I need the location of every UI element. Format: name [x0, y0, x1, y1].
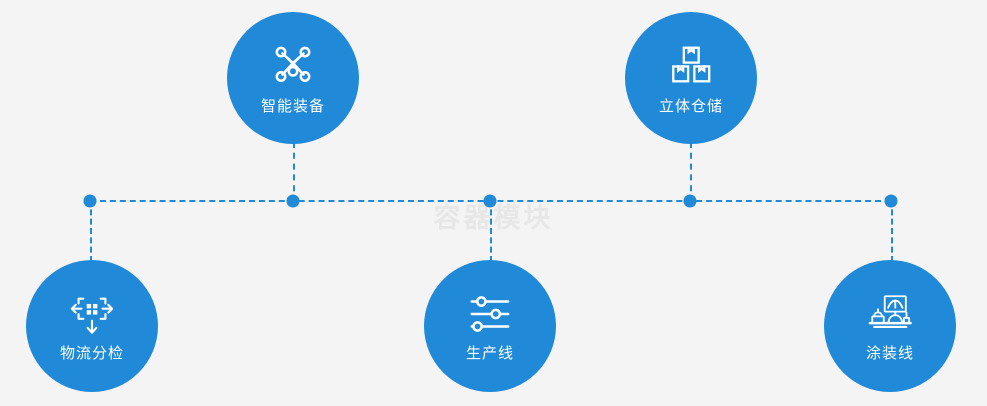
watermark-text: 容器模块 — [433, 203, 554, 233]
node-label-production-line: 生产线 — [465, 344, 514, 362]
node-label-painting-line: 涂装线 — [865, 344, 914, 362]
node-stereoscopic-warehouse[interactable]: 立体仓储 — [625, 12, 757, 144]
stem-stereoscopic-warehouse — [690, 142, 692, 202]
node-logistics-sorting[interactable]: 物流分检 — [26, 260, 158, 392]
node-label-logistics-sorting: 物流分检 — [59, 344, 124, 362]
timeline-dot-logistics-sorting[interactable] — [83, 194, 97, 208]
timeline-dot-painting-line[interactable] — [884, 194, 898, 208]
sliders-icon — [467, 291, 513, 337]
stem-painting-line — [891, 200, 893, 262]
stem-production-line — [490, 200, 492, 262]
paint-booth-icon — [867, 291, 913, 337]
node-label-stereoscopic-warehouse: 立体仓储 — [658, 97, 723, 115]
stacked-boxes-icon — [668, 42, 714, 88]
sorting-scan-arrows-icon — [69, 291, 115, 337]
timeline-dot-stereoscopic-warehouse[interactable] — [683, 194, 697, 208]
node-production-line[interactable]: 生产线 — [424, 260, 556, 392]
node-painting-line[interactable]: 涂装线 — [824, 260, 956, 392]
stem-logistics-sorting — [90, 200, 92, 262]
timeline-dot-smart-equipment[interactable] — [286, 194, 300, 208]
node-smart-equipment[interactable]: 智能装备 — [227, 12, 359, 144]
timeline-dot-production-line[interactable] — [483, 194, 497, 208]
node-label-smart-equipment: 智能装备 — [260, 97, 325, 115]
stem-smart-equipment — [293, 142, 295, 202]
network-nodes-icon — [270, 42, 316, 88]
